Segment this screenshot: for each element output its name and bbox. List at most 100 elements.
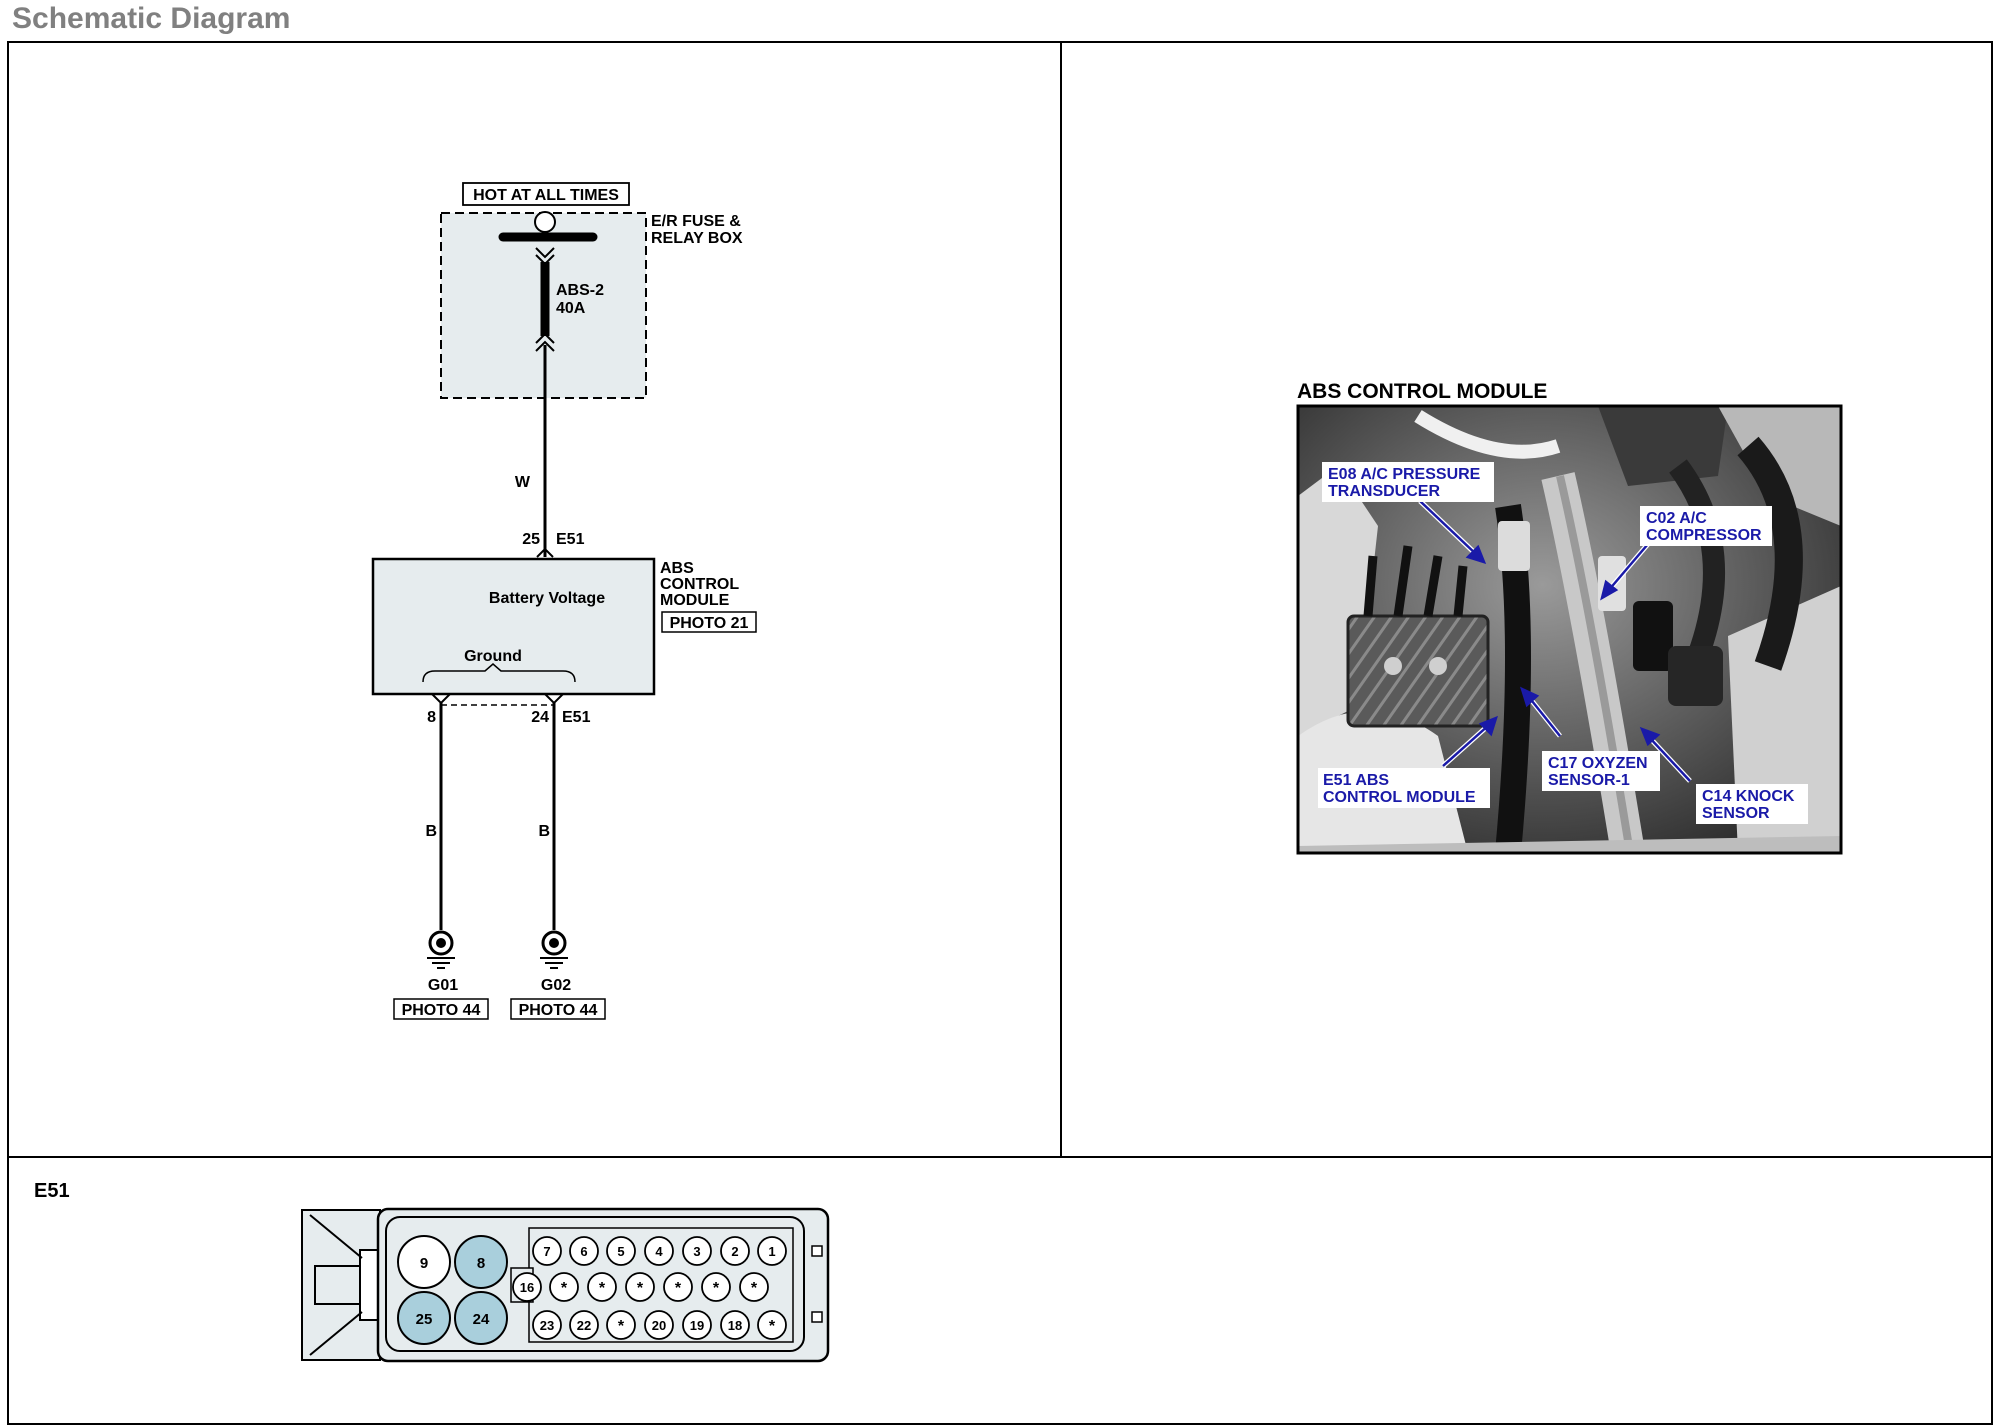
photo-label-e51-box [1318,768,1490,808]
pin-label: 4 [655,1244,663,1259]
pin-label: 18 [728,1318,742,1333]
photo-label-e08-box [1322,462,1494,502]
fuse-top-terminal [535,247,555,259]
pin-label: 19 [690,1318,704,1333]
ground-right-terminal [544,693,564,705]
large-pin-circle-3 [397,1291,451,1345]
module-power-connector: E51 [556,531,585,548]
fuse-bottom-terminal-2 [535,340,555,352]
photo-label-e08-line2: TRANSDUCER [1328,483,1440,500]
large-pin-label-4: 24 [473,1311,490,1328]
photo-label-c14-line2: SENSOR [1702,805,1770,822]
pin-label: * [599,1280,606,1297]
module-power-function: Battery Voltage [489,590,605,607]
photo-label-c14-box [1696,784,1808,824]
page-frame [7,41,1993,1425]
fuse-rating: 40A [556,300,586,317]
pin-label: * [675,1280,682,1297]
connector-tab-top [811,1245,823,1257]
connector-latch [301,1209,381,1361]
component-photo-border [1296,404,1843,855]
pin-label: 20 [652,1318,666,1333]
ground-right-photo-box [510,998,606,1020]
pin-label: * [618,1318,625,1335]
pin-label: 2 [731,1244,738,1259]
component-photo: E08 A/C PRESSURE TRANSDUCER C02 A/C COMP… [1298,406,1841,853]
photo-panel: ABS CONTROL MODULE [1296,380,1843,855]
power-label: HOT AT ALL TIMES [473,187,619,204]
ground-brace [422,663,576,683]
large-pin: 9 8 25 24 [397,1235,508,1345]
fuse-box-name-line1: E/R FUSE & [651,213,741,230]
module-name-line3: MODULE [660,592,730,609]
module-ground-function: Ground [464,648,522,665]
small-pins-row1: 7 6 5 4 3 2 1 [532,1236,787,1266]
photo-label-c17-line2: SENSOR-1 [1548,772,1630,789]
large-pin-label-2: 8 [477,1255,485,1272]
schematic-panel: HOT AT ALL TIMES E/R FUSE & RELAY BOX AB… [371,182,757,1020]
ground-wire-left-color: B [425,823,437,840]
small-pins-row3: 23 22 * 20 19 18 * [532,1310,787,1340]
ground-symbol-left [427,930,455,969]
fuse-box-name-line2: RELAY BOX [651,230,743,247]
large-pin-label-3: 25 [416,1311,433,1328]
pin-label: * [637,1280,644,1297]
large-pin-circle-2 [454,1235,508,1289]
photo-label-e51-line2: CONTROL MODULE [1323,789,1476,806]
pin-label: 1 [768,1244,775,1259]
photo-label-c14-line1: C14 KNOCK [1702,788,1795,805]
ground-left-id: G01 [428,977,458,994]
photo-title: ABS CONTROL MODULE [1297,380,1547,403]
module-photo-ref: PHOTO 21 [670,615,749,632]
pin-label: 5 [617,1244,624,1259]
connector-panel: E51 9 8 25 24 7 6 5 4 3 2 1 [34,1180,830,1363]
fuse-bottom-terminal [535,332,555,344]
connector-id: E51 [34,1180,70,1202]
ground-right-photo: PHOTO 44 [519,1002,598,1019]
photo-label-c02-line2: COMPRESSOR [1646,527,1762,544]
pin-label: 6 [580,1244,587,1259]
bus-node [534,211,556,233]
ground-pin-left: 8 [427,709,436,726]
small-pins-row2: 16 * * * * * * [512,1272,769,1302]
ground-symbol-right [540,930,568,969]
pin-label: 16 [520,1280,534,1295]
ground-left-terminal [431,693,451,705]
pin-label: 23 [540,1318,554,1333]
ground-right-id: G02 [541,977,571,994]
power-wire-color: W [515,474,531,491]
pin-label: 3 [693,1244,700,1259]
pin-label: * [751,1280,758,1297]
power-label-box [462,182,630,206]
fuse-name: ABS-2 [556,282,604,299]
large-pin-circle-4 [454,1291,508,1345]
connector-latch-detail [309,1214,363,1356]
abs-module-box [371,557,656,696]
module-power-pin-terminal [536,547,554,558]
ground-left-photo-box [393,998,489,1020]
pin-label: 7 [543,1244,550,1259]
photo-label-e08-line1: E08 A/C PRESSURE [1328,466,1481,483]
photo-label-c17-line1: C17 OXYZEN [1548,755,1648,772]
pin-label: * [561,1280,568,1297]
page-title: Schematic Diagram [12,2,291,35]
photo-label-e51-line1: E51 ABS [1323,772,1389,789]
pin-label: * [713,1280,720,1297]
module-power-pin: 25 [522,531,540,548]
photo-label-c02-box [1640,506,1772,546]
ground-pin-right: 24 [531,709,549,726]
pin-label: * [769,1318,776,1335]
module-name-line1: ABS [660,560,694,577]
connector-tab-bottom [811,1311,823,1323]
pin-label: 22 [577,1318,591,1333]
ground-wire-right-color: B [538,823,550,840]
large-pin-circle-1 [397,1235,451,1289]
ground-connector: E51 [562,709,591,726]
module-name-line2: CONTROL [660,576,739,593]
photo-label-c02-line1: C02 A/C [1646,510,1707,527]
photo-label-c17-box [1542,751,1660,791]
ground-left-photo: PHOTO 44 [402,1002,481,1019]
module-photo-ref-box [661,611,757,633]
large-pin-label-1: 9 [420,1255,428,1272]
